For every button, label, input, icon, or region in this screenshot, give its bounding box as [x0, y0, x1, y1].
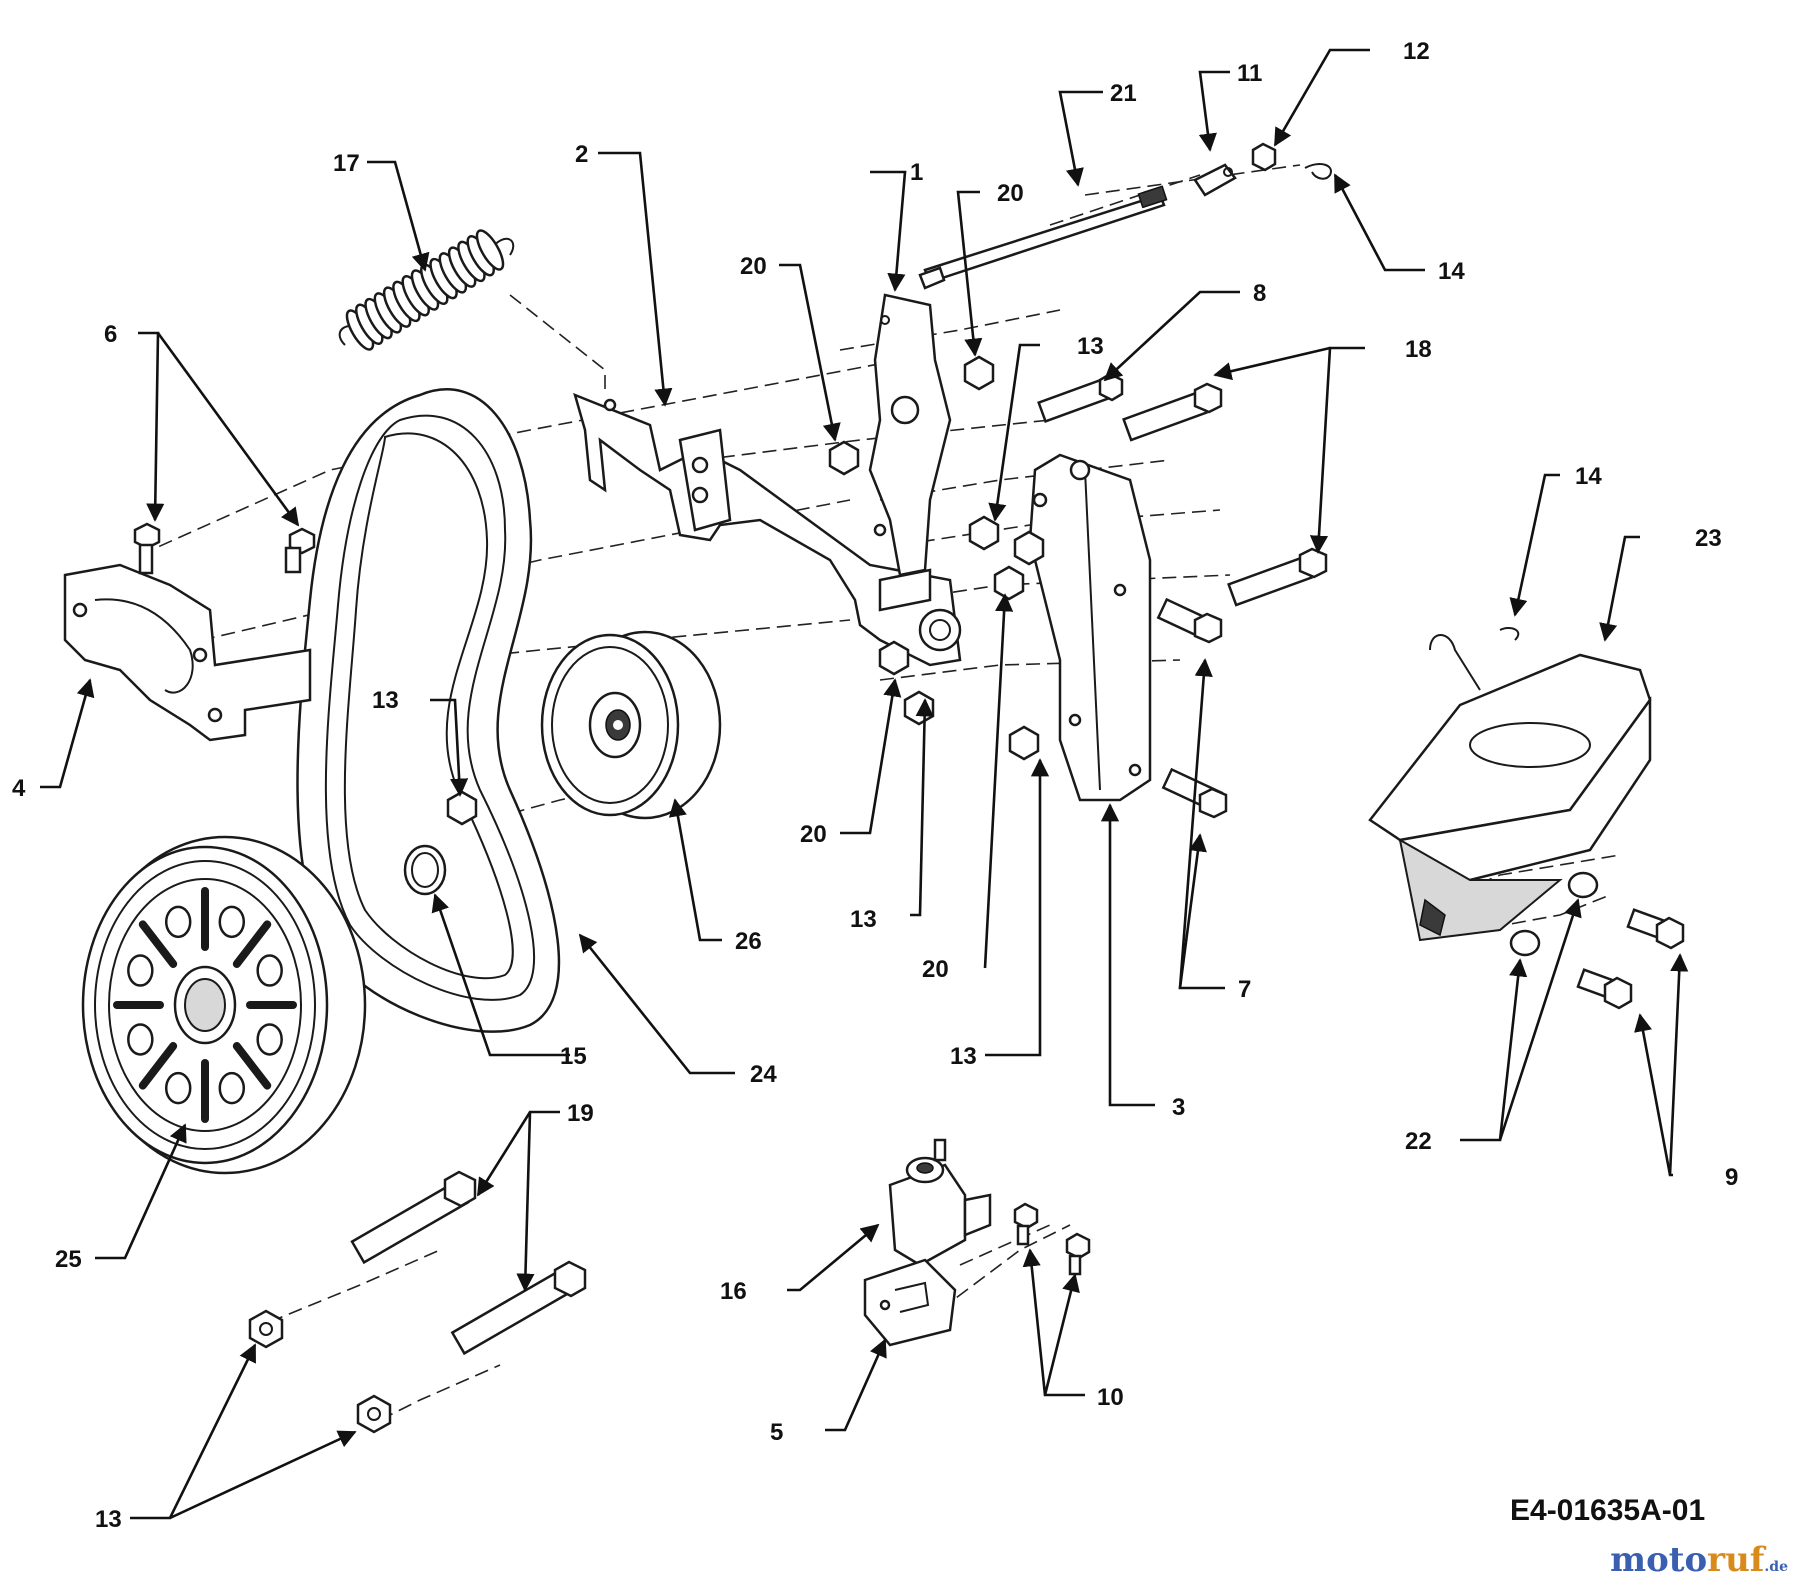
callout-14-a: 14	[1438, 258, 1465, 285]
pulley-hole	[218, 905, 246, 939]
callout-4: 4	[12, 775, 26, 802]
callout-labels: 1 2 3 4 5 6 7 8 9 10 11 12 13 13 13 13 1…	[12, 38, 1738, 1533]
drive-belt-part	[296, 388, 561, 1033]
spring-part	[338, 229, 515, 351]
interlock-switch-part-16	[888, 1138, 992, 1267]
callout-25: 25	[55, 1246, 82, 1273]
nuts-part-13-bottom	[248, 1309, 392, 1434]
callout-15: 15	[560, 1043, 587, 1070]
bracket-part-1	[868, 293, 952, 577]
watermark-suffix: .de	[1764, 1559, 1788, 1575]
pulley-spoke	[138, 1042, 178, 1090]
pulley-spoke	[232, 1042, 272, 1090]
fasteners-center	[828, 355, 1328, 819]
callout-20-b: 20	[997, 180, 1024, 207]
callout-26: 26	[735, 928, 762, 955]
bracket-part-3	[1028, 453, 1152, 802]
pulley-spoke	[232, 920, 272, 968]
lever-arm-part-2	[573, 392, 962, 667]
pulley-spoke	[138, 920, 178, 968]
cover-part-23	[1368, 627, 1652, 942]
pulley-hole	[127, 1023, 154, 1056]
callout-8: 8	[1253, 280, 1266, 307]
retaining-ring-part-15	[403, 844, 447, 896]
diagram-reference-code: E4-01635A-01	[1510, 1494, 1705, 1527]
pulley-hole	[256, 1023, 283, 1056]
switch-bracket-part-5	[863, 1258, 957, 1347]
callout-13-d: 13	[950, 1043, 977, 1070]
callout-1: 1	[910, 159, 923, 186]
pulley-hole	[164, 1071, 192, 1105]
control-rod-assembly	[918, 142, 1332, 290]
callout-13-c: 13	[850, 906, 877, 933]
callout-17: 17	[333, 150, 360, 177]
callout-3: 3	[1172, 1094, 1185, 1121]
spring-coil	[475, 229, 505, 271]
callout-23: 23	[1695, 525, 1722, 552]
callout-16: 16	[720, 1278, 747, 1305]
watermark-part2: ruf	[1707, 1540, 1765, 1580]
callout-13-b: 13	[372, 687, 399, 714]
callout-10: 10	[1097, 1384, 1124, 1411]
site-watermark: motoruf.de	[1610, 1540, 1788, 1580]
watermark-part1: moto	[1610, 1540, 1708, 1580]
callout-12: 12	[1403, 38, 1430, 65]
pulley-hole	[256, 954, 283, 987]
idler-pulley-part-26	[540, 630, 722, 820]
bolts-part-9	[1576, 908, 1685, 1010]
screws-part-10	[1013, 1202, 1091, 1276]
callout-24: 24	[750, 1061, 777, 1088]
callout-14-b: 14	[1575, 463, 1602, 490]
callout-2: 2	[575, 141, 588, 168]
callout-22: 22	[1405, 1128, 1432, 1155]
leader-lines	[40, 48, 1689, 1520]
callout-13-a: 13	[1077, 333, 1104, 360]
washers-part-22	[1509, 871, 1599, 957]
callout-21: 21	[1110, 80, 1137, 107]
callout-6: 6	[104, 321, 117, 348]
callout-5: 5	[770, 1419, 783, 1446]
callout-19: 19	[567, 1100, 594, 1127]
callout-18: 18	[1405, 336, 1432, 363]
nut-part-13	[446, 790, 478, 826]
pulley-hole	[127, 954, 154, 987]
callout-11: 11	[1237, 60, 1262, 87]
callout-20-c: 20	[800, 821, 827, 848]
callout-7: 7	[1238, 976, 1251, 1003]
callout-13-e: 13	[95, 1506, 122, 1533]
bracket-part-4	[63, 522, 316, 742]
callout-9: 9	[1725, 1164, 1738, 1191]
bolts-part-19	[350, 1170, 587, 1356]
main-pulley-part-25	[81, 835, 367, 1175]
pulley-hole	[164, 905, 192, 939]
callout-20-d: 20	[922, 956, 949, 983]
pulley-hole	[218, 1071, 246, 1105]
callout-20-a: 20	[740, 253, 767, 280]
